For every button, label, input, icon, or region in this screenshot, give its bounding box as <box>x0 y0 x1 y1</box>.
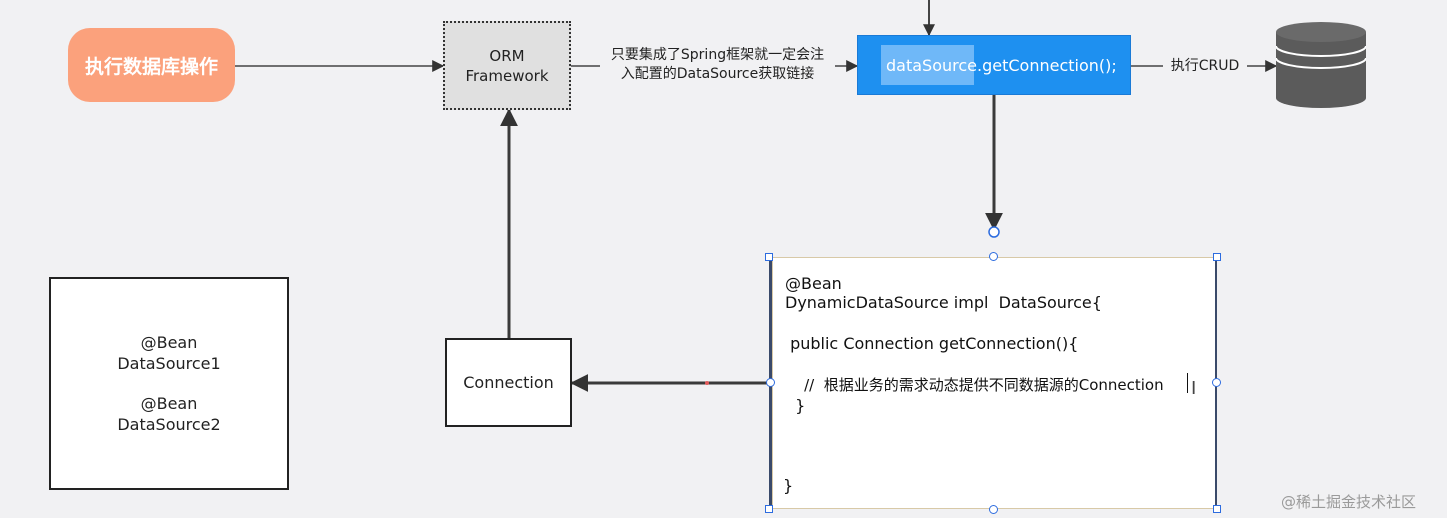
dynamic-datasource-code-node[interactable]: @Bean DynamicDataSource impl DataSource{… <box>772 257 1217 509</box>
code-line-6: } <box>783 476 794 495</box>
edge-endpoint-handle[interactable] <box>988 226 1000 238</box>
orm-label-line1: ORM <box>489 46 525 65</box>
resize-handle-bottom-left[interactable] <box>765 505 773 513</box>
orm-framework-node[interactable]: ORM Framework <box>443 21 571 110</box>
connection-label: Connection <box>463 373 554 392</box>
crud-edge-label: 执行CRUD <box>1163 57 1247 76</box>
get-connection-code: dataSource.getConnection(); <box>886 56 1117 75</box>
datasource2-annotation: @Bean <box>140 394 198 413</box>
resize-handle-bottom[interactable] <box>989 505 998 514</box>
resize-handle-left[interactable] <box>766 378 775 387</box>
datasource2-name: DataSource2 <box>117 415 221 434</box>
resize-handle-top[interactable] <box>989 252 998 261</box>
code-line-1: @Bean <box>785 274 842 293</box>
spring-edge-label: 只要集成了Spring框架就一定会注 入配置的DataSource获取链接 <box>600 46 835 84</box>
get-connection-selected-text: dataSource <box>886 56 977 75</box>
resize-handle-right[interactable] <box>1212 378 1221 387</box>
code-line-3: public Connection getConnection(){ <box>785 334 1079 353</box>
orm-label-line2: Framework <box>465 66 549 85</box>
spring-edge-label-line1: 只要集成了Spring框架就一定会注 <box>610 47 825 63</box>
resize-handle-top-left[interactable] <box>765 253 773 261</box>
code-line-4[interactable]: // 根据业务的需求动态提供不同数据源的Connection <box>785 376 1164 394</box>
get-connection-node[interactable]: dataSource.getConnection(); <box>857 35 1131 95</box>
exec-db-operation-label: 执行数据库操作 <box>84 55 218 78</box>
code-line-2: DynamicDataSource impl DataSource{ <box>785 293 1102 312</box>
edge-waypoint-dot <box>705 381 709 385</box>
watermark: @稀土掘金技术社区 <box>1281 493 1417 511</box>
exec-db-operation-node[interactable]: 执行数据库操作 <box>68 28 235 102</box>
get-connection-rest-text: .getConnection(); <box>977 56 1117 75</box>
datasources-node[interactable]: @Bean DataSource1 @Bean DataSource2 <box>49 277 289 490</box>
connection-node[interactable]: Connection <box>445 338 572 427</box>
datasource1-name: DataSource1 <box>117 354 221 373</box>
resize-handle-top-right[interactable] <box>1213 253 1221 261</box>
spring-edge-label-line2: 入配置的DataSource获取链接 <box>620 66 815 82</box>
resize-handle-bottom-right[interactable] <box>1213 505 1221 513</box>
database-cylinder-icon[interactable] <box>1276 22 1366 108</box>
datasource1-annotation: @Bean <box>140 333 198 352</box>
text-caret <box>1187 373 1188 393</box>
text-selection-highlight <box>881 45 974 85</box>
code-line-5: } <box>785 396 806 415</box>
text-ibeam-cursor-icon: I <box>1191 378 1197 399</box>
